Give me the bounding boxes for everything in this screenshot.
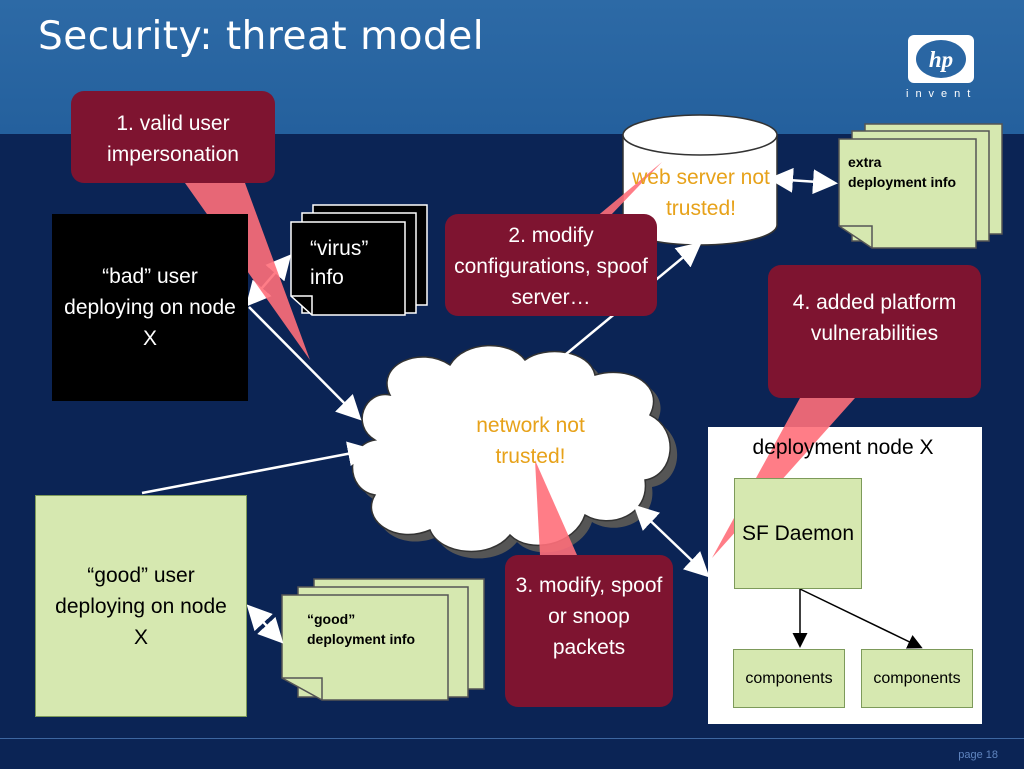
logo-mark: hp	[929, 47, 953, 72]
threat-2-label: 2. modify configurations, spoof server…	[454, 224, 648, 309]
bad-user-label: “bad” user deploying on node X	[64, 265, 236, 350]
bad-user-box: “bad” user deploying on node X	[52, 214, 248, 401]
slide-title: Security: threat model	[38, 14, 485, 59]
extra-info-label: extra deployment info	[848, 154, 957, 190]
daemon-arrows	[792, 588, 923, 649]
threat-3-label: 3. modify, spoof or snoop packets	[515, 574, 663, 659]
good-user-label: “good” user deploying on node X	[55, 563, 227, 649]
good-info-docs	[281, 578, 485, 701]
threat-4-label: 4. added platform vulnerabilities	[792, 291, 957, 345]
connector-arrows	[141, 167, 838, 644]
virus-info-docs	[290, 204, 428, 316]
sf-daemon-label: SF Daemon	[741, 522, 855, 545]
threat-1-label: 1. valid user impersonation	[107, 112, 239, 166]
components-label-2: components	[873, 669, 961, 687]
callout-boxes	[71, 91, 981, 707]
hp-logo-icon: hp	[908, 35, 974, 83]
components-box-1: components	[733, 649, 845, 708]
good-info-label: “good” deployment info	[307, 611, 416, 647]
deployment-node-title: deployment node X	[752, 436, 934, 459]
slide-footer	[0, 738, 1024, 769]
components-box-2: components	[861, 649, 973, 708]
page-number: page 18	[958, 749, 998, 761]
sf-daemon-box: SF Daemon	[734, 478, 862, 589]
web-server-label: web server not trusted!	[632, 166, 770, 220]
logo-tagline: invent	[906, 88, 978, 100]
extra-info-docs	[838, 123, 1003, 249]
network-cloud	[351, 344, 678, 559]
good-user-box: “good” user deploying on node X	[35, 495, 247, 717]
network-label: network not trusted!	[476, 414, 585, 468]
virus-info-label: “virus” info	[310, 237, 369, 289]
components-label-1: components	[745, 669, 833, 687]
